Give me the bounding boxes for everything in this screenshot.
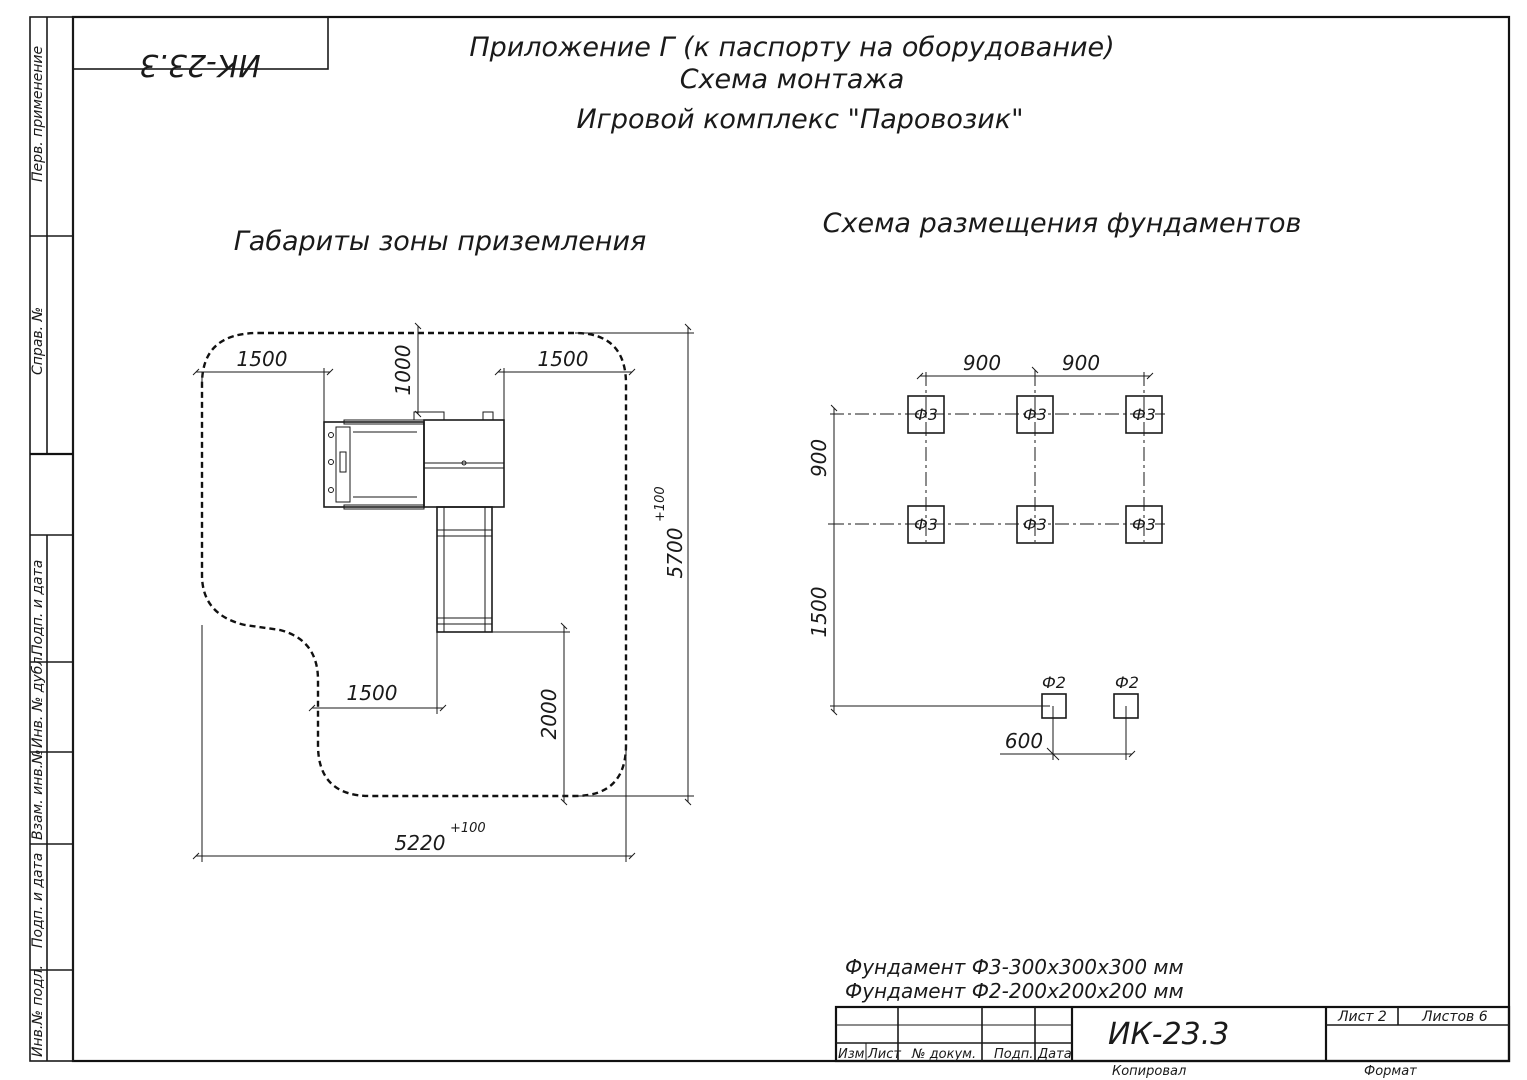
- side-inv-dubl: Инв. № дубл.: [30, 652, 46, 748]
- dim-top-left: 1500: [237, 347, 288, 371]
- header-line1: Приложение Г (к паспорту на оборудование…: [469, 32, 1114, 63]
- landing-zone-title: Габариты зоны приземления: [234, 226, 647, 257]
- side-podp2: Подп. и дата: [30, 853, 46, 948]
- f3-label-5: Ф3: [1023, 515, 1047, 534]
- dim-width-tol: +100: [450, 821, 486, 836]
- header-line2: Схема монтажа: [680, 64, 905, 95]
- foundation-f3-4: [907, 505, 945, 544]
- side-perv: Перв. применение: [30, 46, 46, 182]
- header-line3: Игровой комплекс "Паровозик": [576, 104, 1023, 135]
- foundation-grid: Ф3 Ф3 Ф3 Ф3 Ф3 Ф3 Ф2 Ф2: [830, 372, 1165, 760]
- f3-label-6: Ф3: [1132, 515, 1156, 534]
- side-podp1: Подп. и дата: [30, 560, 46, 655]
- landing-zone-outline: [200, 331, 628, 798]
- tb-list: Лист: [867, 1047, 901, 1062]
- side-sprav: Справ. №: [30, 307, 46, 375]
- tb-code: ИК-23.3: [1108, 1017, 1229, 1052]
- dim-f-top-b: 900: [1062, 351, 1100, 375]
- title-block: Изм Лист № докум. Подп. Дата ИК-23.3 Лис…: [834, 1005, 1511, 1079]
- dim-f-left-a: 900: [807, 439, 831, 477]
- side-inv-podl: Инв.№ подл.: [30, 965, 46, 1057]
- code-mirrored: ИК-23.3: [139, 47, 260, 82]
- dim-height-tol: +100: [653, 486, 668, 522]
- code-box-mirrored: ИК-23.3: [72, 16, 329, 82]
- foundation-f3-6: [1125, 505, 1163, 544]
- note-f2: Фундамент Ф2-200х200х200 мм: [845, 979, 1184, 1003]
- sheet-frame: [71, 15, 1511, 1063]
- dim-mid-right: 2000: [537, 689, 561, 740]
- tb-izm: Изм: [838, 1047, 865, 1062]
- dim-top-right: 1500: [538, 347, 589, 371]
- foundation-f2-1: [1041, 693, 1067, 719]
- note-f3: Фундамент Ф3-300х300х300 мм: [845, 955, 1184, 979]
- foundation-f3-2: [1016, 395, 1054, 434]
- f3-label-4: Ф3: [914, 515, 938, 534]
- f3-label-3: Ф3: [1132, 405, 1156, 424]
- foundation-f3-5: [1016, 505, 1054, 544]
- f3-label-1: Ф3: [914, 405, 938, 424]
- foundation-f3-1: [907, 395, 945, 434]
- dim-width: 5220: [395, 831, 446, 855]
- dim-f-left-b: 1500: [807, 587, 831, 638]
- tb-sheets: Листов 6: [1421, 1009, 1488, 1025]
- dim-top-center: 1000: [391, 345, 415, 396]
- f2-label-1: Ф2: [1042, 673, 1066, 692]
- dim-height: 5700: [663, 528, 687, 579]
- dim-f-bottom: 600: [1005, 729, 1043, 753]
- foundation-f3-3: [1125, 395, 1163, 434]
- f2-label-2: Ф2: [1115, 673, 1139, 692]
- side-vzam: Взам. инв.№: [30, 749, 46, 840]
- dim-f-top-a: 900: [963, 351, 1001, 375]
- foundation-dimensions: 900 900 900 1500 600: [807, 351, 1154, 761]
- equipment-plan: [323, 411, 505, 633]
- tb-format: Формат: [1364, 1064, 1417, 1079]
- side-strip: Перв. применение Справ. № Подп. и дата И…: [29, 16, 74, 1062]
- foundation-f2-2: [1113, 693, 1139, 719]
- landing-dimensions: 1500 1000 1500 1500 2000 5700 +100 5220 …: [192, 322, 694, 862]
- tb-podp: Подп.: [994, 1047, 1033, 1062]
- tb-data: Дата: [1037, 1047, 1072, 1062]
- tb-kopiroval: Копировал: [1112, 1064, 1186, 1079]
- f3-label-2: Ф3: [1023, 405, 1047, 424]
- foundations-title: Схема размещения фундаментов: [823, 208, 1302, 239]
- dim-mid-left: 1500: [347, 681, 398, 705]
- tb-n-dokum: № докум.: [911, 1047, 976, 1062]
- tb-sheet: Лист 2: [1337, 1009, 1387, 1025]
